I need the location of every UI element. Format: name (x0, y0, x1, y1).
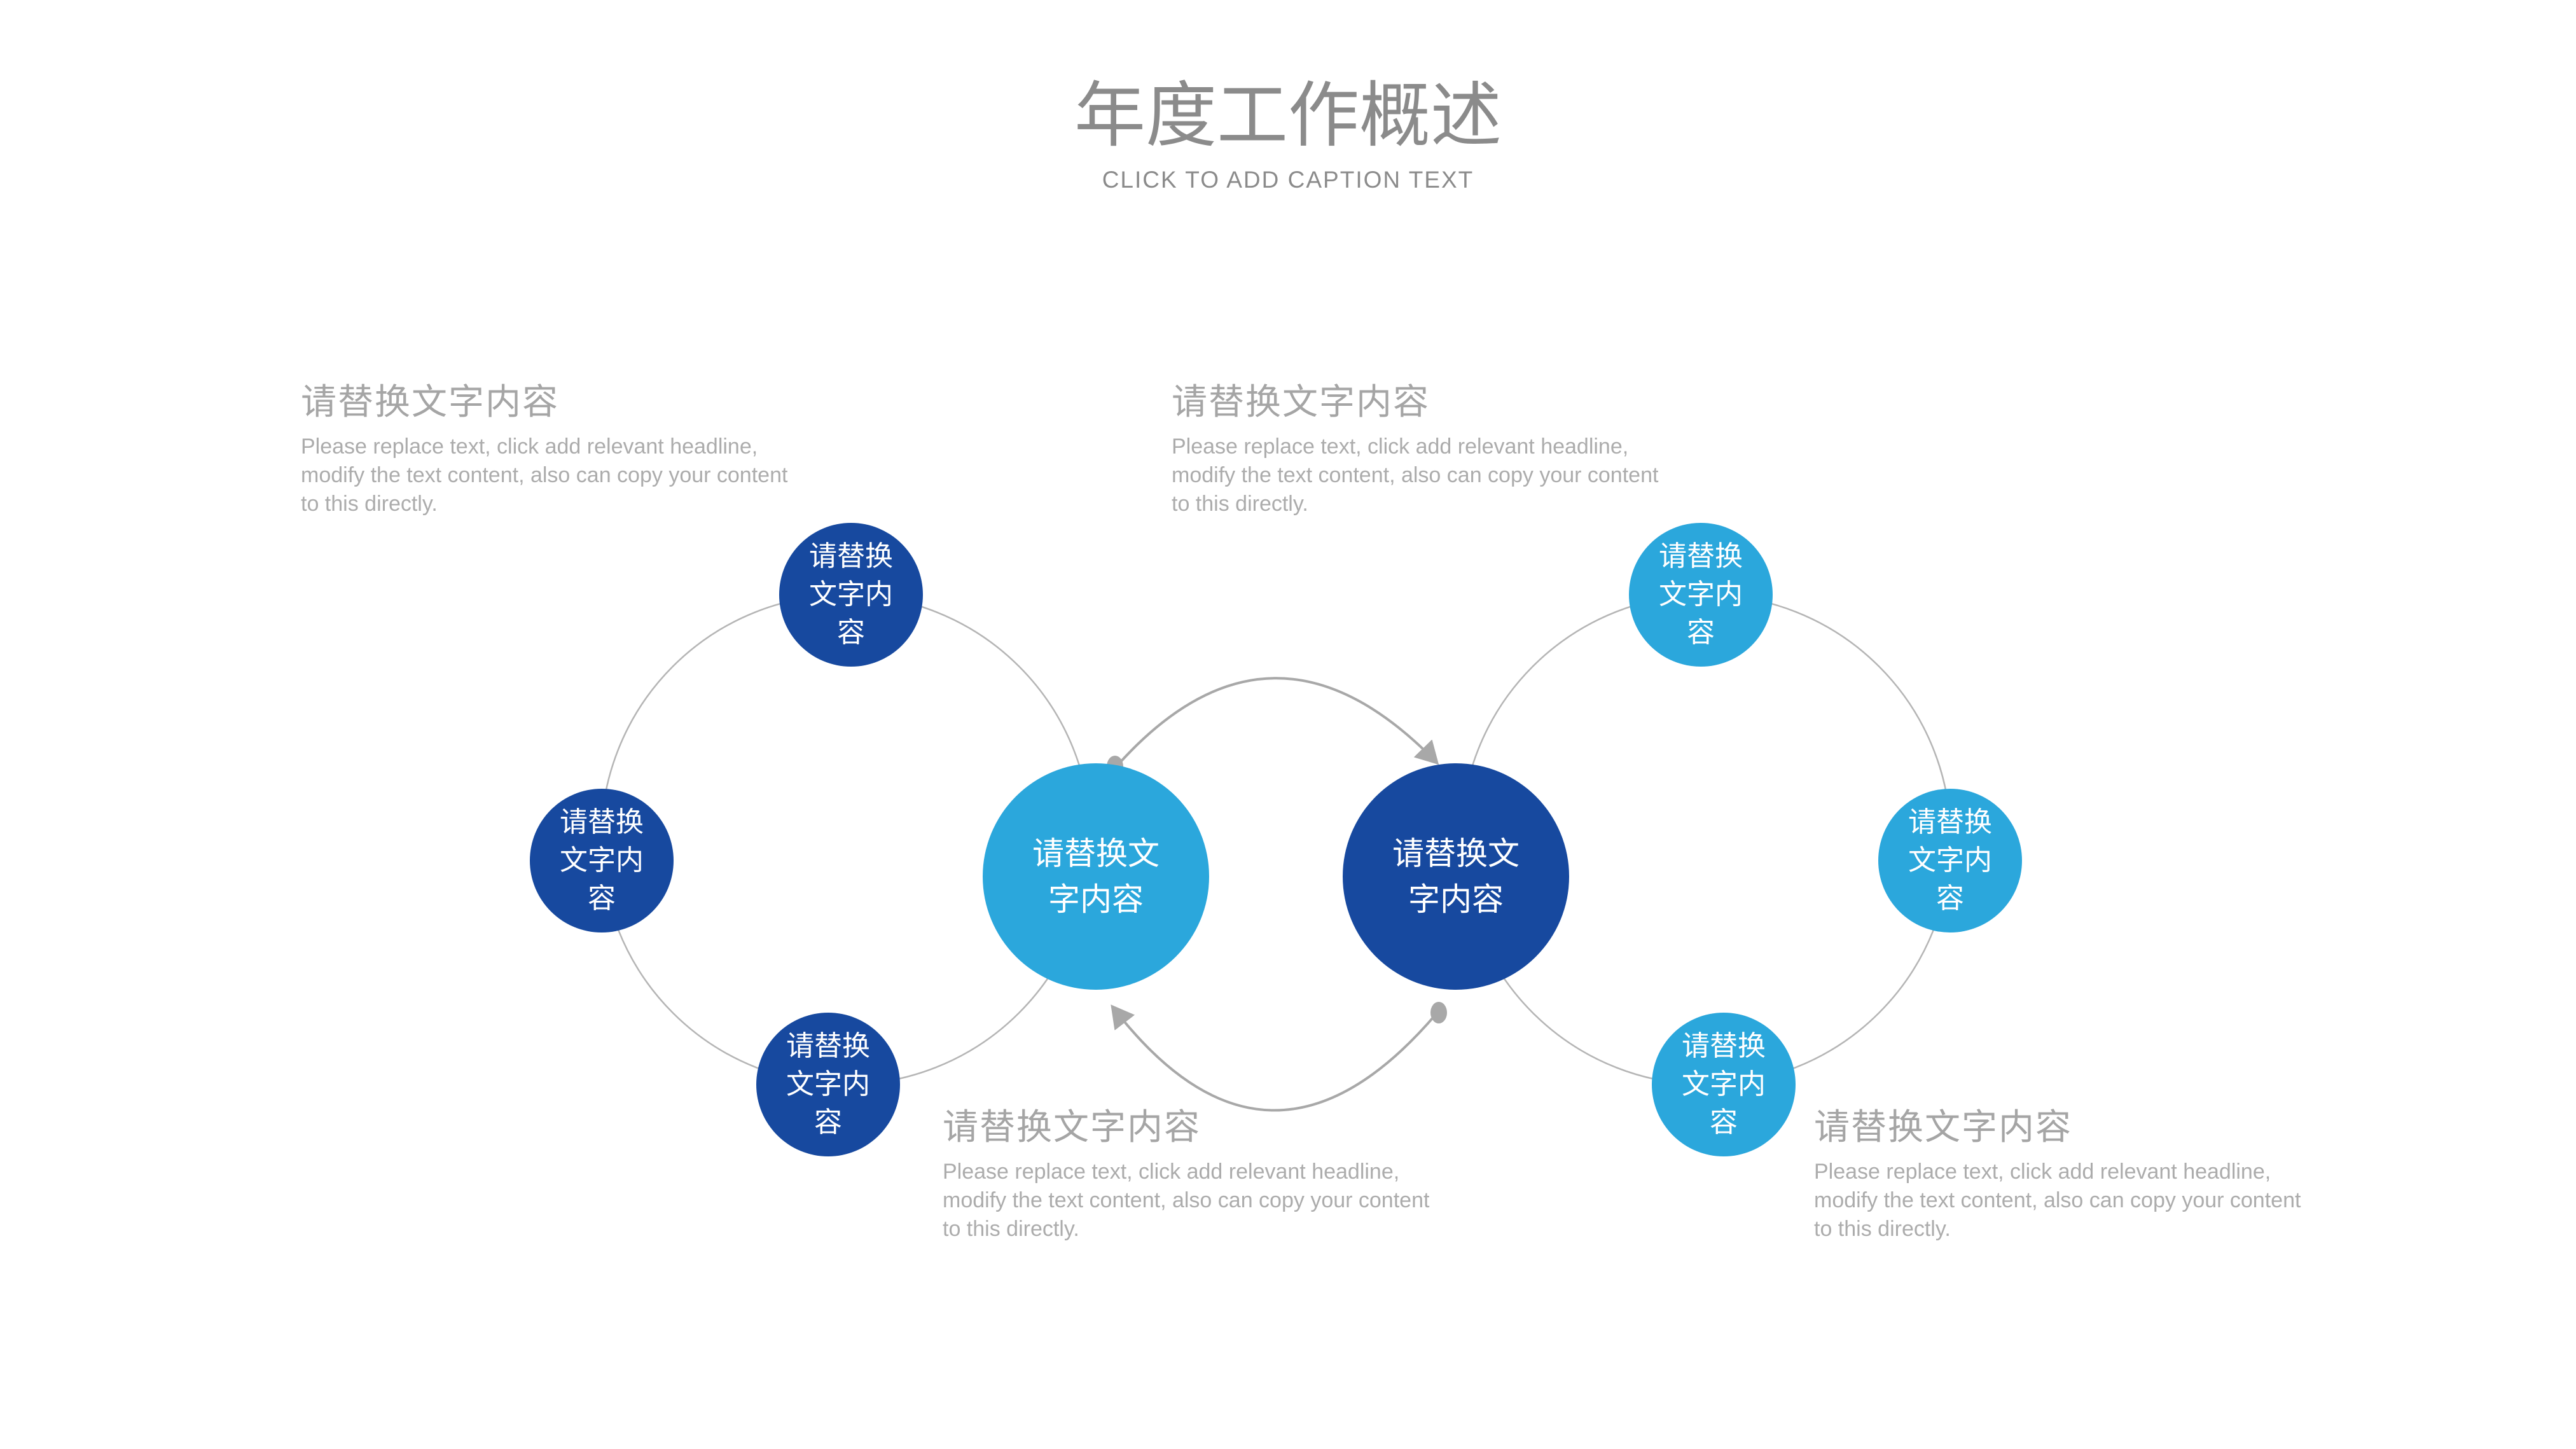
hub-circle-left-label: 请替换文 (1032, 836, 1160, 871)
text-block-top-left: 请替换文字内容 Please replace text, click add r… (301, 382, 788, 516)
text-block-heading: 请替换文字内容 (1172, 382, 1430, 422)
text-block-bottom-right: 请替换文字内容 Please replace text, click add r… (1814, 1107, 2301, 1241)
text-block-heading: 请替换文字内容 (943, 1107, 1201, 1147)
text-block-body-line: Please replace text, click add relevant … (943, 1160, 1400, 1184)
satellite-circle-right-bottom: 请替换 文字内 容 (1652, 1013, 1796, 1156)
satellite-circle-left-top: 请替换 文字内 容 (779, 523, 923, 667)
flow-arrow-bottom-icon (1111, 1004, 1437, 1112)
flow-arrow-top-icon (1116, 677, 1439, 766)
text-block-body-line: Please replace text, click add relevant … (1172, 434, 1629, 459)
text-block-bottom-center: 请替换文字内容 Please replace text, click add r… (943, 1107, 1430, 1241)
page-subtitle: CLICK TO ADD CAPTION TEXT (1102, 167, 1474, 193)
page-title: 年度工作概述 (1074, 76, 1502, 155)
satellite-circle-left-side: 请替换 文字内 容 (530, 789, 674, 932)
satellite-circle-right-top: 请替换 文字内 容 (1629, 523, 1773, 667)
text-block-body-line: Please replace text, click add relevant … (1814, 1160, 2271, 1184)
text-block-body-line: Please replace text, click add relevant … (301, 434, 758, 459)
text-block-heading: 请替换文字内容 (301, 382, 559, 422)
hub-circle-left: 请替换文 字内容 (983, 763, 1209, 990)
flow-dot-bottom-icon (1430, 1002, 1447, 1023)
text-block-top-right: 请替换文字内容 Please replace text, click add r… (1172, 382, 1659, 516)
hub-circle-right: 请替换文 字内容 (1343, 763, 1569, 990)
text-block-heading: 请替换文字内容 (1814, 1107, 2072, 1147)
satellite-circle-right-side: 请替换 文字内 容 (1878, 789, 2022, 932)
hub-circle-right-label: 请替换文 (1392, 836, 1520, 871)
satellite-circle-left-bottom: 请替换 文字内 容 (756, 1013, 900, 1156)
